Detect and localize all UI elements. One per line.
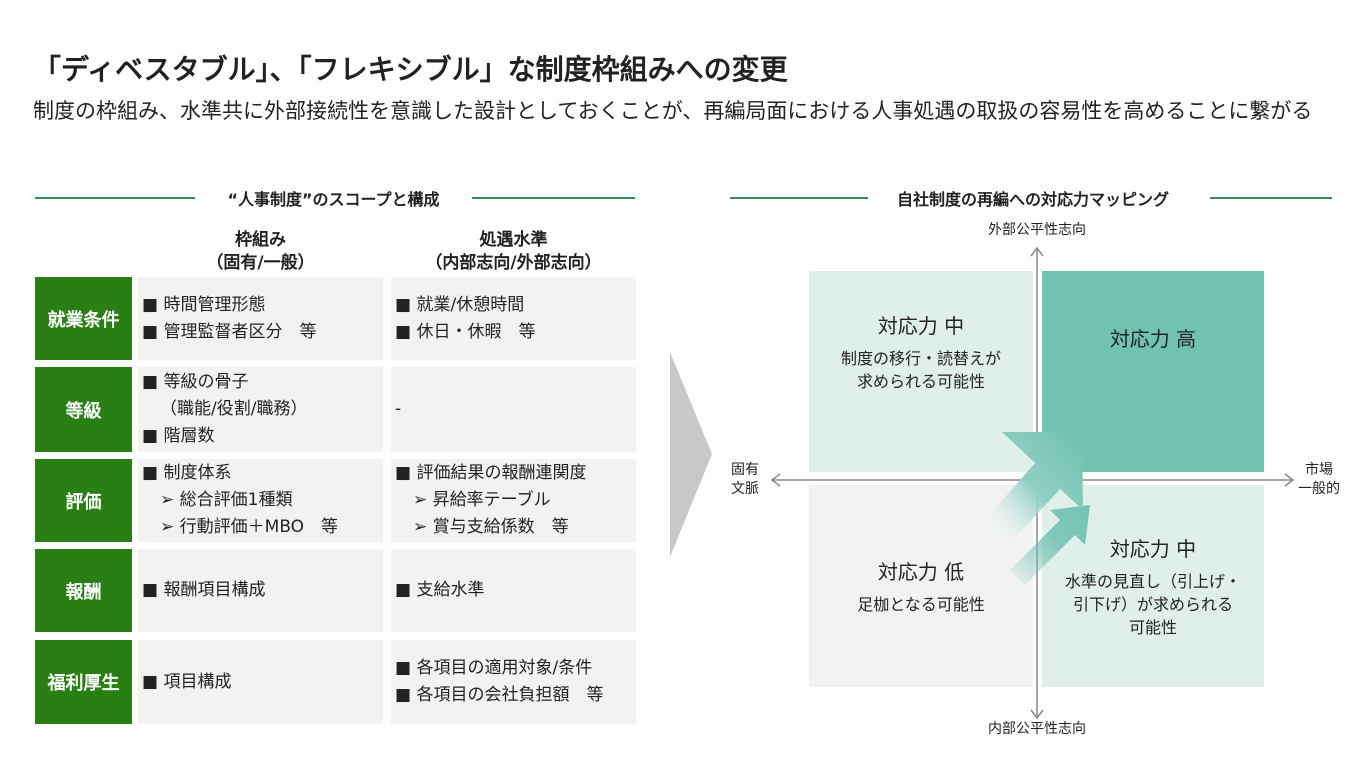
axis-label-line: 市場 [1305,462,1333,478]
divider-line [35,197,195,199]
quadrant-desc: 制度の移行・読替えが [840,349,1001,368]
quadrant-title: 対応力 高 [1109,327,1197,351]
table-cell: ■ 報酬項目構成 [138,549,383,632]
cell-item: ■ 各項目の適用対象/条件 [395,658,593,678]
table-cell: ■ 就業/休憩時間 ■ 休日・休暇 等 [391,277,636,360]
table-cell: ■ 等級の骨子 （職能/役割/職務） ■ 階層数 [138,367,383,452]
axis-label-right: 市場 一般的 [1290,461,1348,499]
cell-item: ➢ 行動評価＋MBO 等 [160,517,339,537]
cell-item: ■ 各項目の会社負担額 等 [395,685,604,705]
row-label: 等級 [35,367,132,452]
diagonal-arrow-shape [990,432,1083,543]
cell-item: ■ 休日・休暇 等 [395,321,536,342]
table-cell: ■ 評価結果の報酬連関度 ➢ 昇給率テーブル ➢ 賞与支給係数 等 [391,459,636,542]
cell-item: ■ 管理監督者区分 等 [142,321,317,342]
quadrant-desc: 水準の見直し（引上げ・ [1064,572,1241,591]
cell-item: ■ 等級の骨子 [142,372,249,392]
quadrant-desc: 求められる可能性 [856,372,985,391]
cell-item: ■ 評価結果の報酬連関度 [395,463,587,483]
quadrant-title: 対応力 中 [1109,537,1197,561]
diagonal-arrow-icon [1010,505,1090,585]
table-cell: ■ 支給水準 [391,549,636,632]
table-cell: ■ 各項目の適用対象/条件 ■ 各項目の会社負担額 等 [391,640,636,724]
column-header-line: （固有/一般） [206,253,315,273]
quadrant-desc: 可能性 [1128,618,1177,637]
cell-item: （職能/役割/職務） [160,399,308,419]
cell-item: ■ 報酬項目構成 [142,580,266,600]
quadrant-top-left: 対応力 中 制度の移行・読替えが 求められる可能性 [809,271,1033,472]
axis-label-bottom: 内部公平性志向 [988,721,1086,737]
table-cell: ■ 制度体系 ➢ 総合評価1種類 ➢ 行動評価＋MBO 等 [138,459,383,542]
divider-line [730,197,868,199]
column-header-framework: 枠組み （固有/一般） [138,229,383,275]
table-cell: ■ 時間管理形態 ■ 管理監督者区分 等 [138,277,383,360]
divider-line [1210,197,1332,199]
table-cell: - [391,367,636,452]
axis-label-line: 文脈 [731,481,759,497]
quadrant-title: 対応力 中 [877,314,965,338]
row-label: 評価 [35,459,132,542]
slide-title: 「ディベスタブル」、「フレキシブル」な制度枠組みへの変更 [33,53,788,86]
axis-label-top: 外部公平性志向 [988,222,1086,238]
cell-item: ■ 制度体系 [142,463,232,483]
cell-item: ➢ 昇給率テーブル [413,490,551,510]
row-label: 報酬 [35,549,132,632]
cell-item: ➢ 賞与支給係数 等 [413,517,569,537]
quadrant-desc: 引下げ）が求められる [1072,595,1233,614]
slide-subtitle: 制度の枠組み、水準共に外部接続性を意識した設計としておくことが、再編局面における… [33,99,1313,123]
cell-item: ■ 階層数 [142,426,215,446]
axis-label-line: 一般的 [1298,481,1340,497]
chevron-arrow-icon [670,352,712,557]
cell-item: ■ 支給水準 [395,580,485,600]
cell-item: ➢ 総合評価1種類 [160,490,293,510]
cell-item: ■ 時間管理形態 [142,294,266,315]
column-header-line: 枠組み [235,230,286,250]
table-cell: ■ 項目構成 [138,640,383,724]
cell-item: - [395,399,402,419]
quadrant-title: 対応力 低 [877,560,965,584]
axis-label-line: 固有 [731,462,759,478]
row-label: 就業条件 [35,277,132,360]
column-header-level: 処遇水準 （内部志向/外部志向） [391,229,636,275]
right-section-heading: 自社制度の再編への対応力マッピング [896,190,1169,209]
cell-item: ■ 就業/休憩時間 [395,294,525,315]
divider-line [472,197,635,199]
column-header-line: （内部志向/外部志向） [425,253,602,273]
cell-item: ■ 項目構成 [142,671,232,692]
column-header-line: 処遇水準 [479,230,548,250]
quadrant-desc: 足枷となる可能性 [857,595,985,614]
row-label: 福利厚生 [35,640,132,724]
left-section-heading: “人事制度”のスコープと構成 [227,190,440,209]
axis-label-left: 固有 文脈 [723,461,767,499]
